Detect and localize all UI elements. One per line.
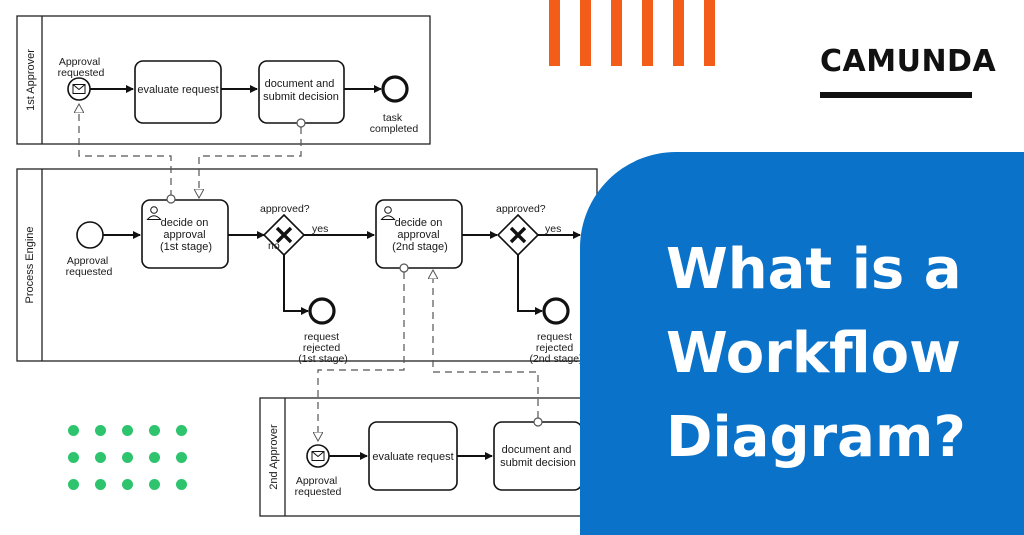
headline-card [580,152,1024,535]
task-document-label-1: document and submit decision [263,78,339,103]
headline: What is a Workflow Diagram? [666,228,1006,480]
message-flows [79,104,543,441]
headline-line-3: Diagram? [666,405,966,470]
envelope-icon [311,451,325,461]
task-stage2-label: decide on approval (2nd stage) [392,217,448,253]
pool-process-engine: Process Engine Approval requested decide… [16,168,598,365]
camunda-logo: CAMUNDA [820,44,997,79]
pool-1st-approver: 1st Approver Approval requested evaluate… [16,15,431,145]
pool-2nd-approver: 2nd Approver Approval requested evaluate… [259,397,601,517]
task-document-label-2: document and submit decision [500,444,576,469]
start-label-1st-approver: Approval requested [58,56,105,79]
start-event-engine [76,221,104,249]
end-event-task-completed [381,75,409,103]
start-label-2nd-approver: Approval requested [295,475,342,498]
lane-label-1st-approver: 1st Approver [25,49,37,111]
end-event-rejected-1 [308,297,336,325]
task-evaluate-label-2: evaluate request [372,451,453,463]
lane-label-process-engine: Process Engine [24,226,36,303]
no-label-1: no [268,240,280,252]
lane-label-2nd-approver: 2nd Approver [268,424,280,490]
task-evaluate-request-1 [134,60,222,124]
end-label-task-completed: task completed [370,112,419,135]
start-label-engine: Approval requested [66,255,113,278]
gateway-approved-1 [262,213,306,257]
rejected-label-2: request rejected (2nd stage) [529,331,582,365]
headline-line-1: What is a [666,237,962,302]
gateway-question-2: approved? [496,203,546,215]
logo-underline [820,92,972,98]
user-icon [146,206,162,220]
task-stage1-label: decide on approval (1st stage) [160,217,212,253]
gateway-question-1: approved? [260,203,310,215]
task-document-decision-2 [493,421,583,491]
yes-label-1: yes [312,223,328,235]
rejected-label-1: request rejected (1st stage) [298,331,348,365]
task-evaluate-label-1: evaluate request [137,84,218,96]
headline-line-2: Workflow [666,321,961,386]
end-event-rejected-2 [542,297,570,325]
envelope-icon [72,84,86,94]
yes-label-2: yes [545,223,561,235]
user-icon [380,206,396,220]
